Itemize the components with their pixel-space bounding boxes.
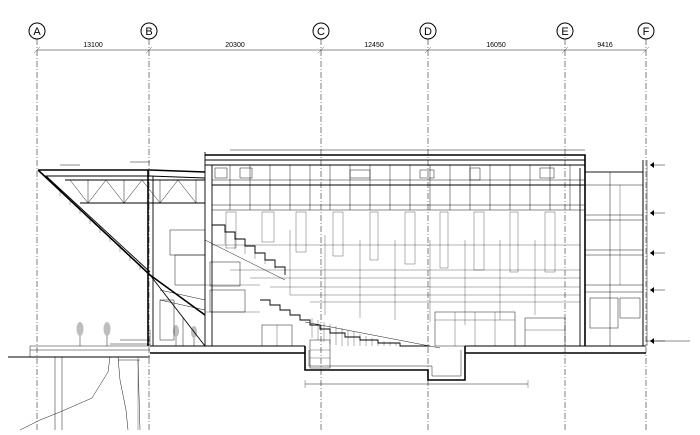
axis-label-f: F: [643, 26, 650, 38]
dimension-chain: 13100 20300 12450 16050 9416: [33, 42, 650, 54]
axis-label-c: C: [317, 26, 325, 38]
axis-bubble-f: F: [637, 22, 655, 40]
axis-label-b: B: [145, 26, 152, 38]
dimension-d-e: 16050: [486, 42, 506, 49]
dimension-e-f: 9416: [597, 42, 613, 49]
dimension-c-d: 12450: [364, 42, 384, 49]
axis-label-a: A: [33, 26, 41, 38]
axis-bubble-b: B: [140, 22, 158, 40]
hall-envelope: [204, 149, 586, 346]
service-block: [584, 160, 665, 347]
axis-label-d: D: [424, 26, 432, 38]
axis-label-e: E: [561, 26, 568, 38]
roof-fixtures: [60, 161, 555, 181]
cantilever-roof: [37, 169, 206, 347]
roof-hangers: [229, 165, 571, 210]
main-seating: [260, 299, 566, 369]
axis-bubble-c: C: [312, 22, 330, 40]
grid-lines: [36, 39, 647, 430]
axis-bubble-a: A: [28, 22, 46, 40]
dimension-a-b: 13100: [83, 42, 103, 49]
upper-seating: [169, 224, 286, 313]
terrain: [8, 322, 197, 431]
axis-bubble-e: E: [556, 22, 574, 40]
ground-slab: [150, 340, 690, 388]
axis-bubble-d: D: [419, 22, 437, 40]
entrance-canopy: [110, 299, 184, 346]
dimension-b-c: 20300: [225, 42, 245, 49]
acoustic-panels: [212, 211, 580, 325]
